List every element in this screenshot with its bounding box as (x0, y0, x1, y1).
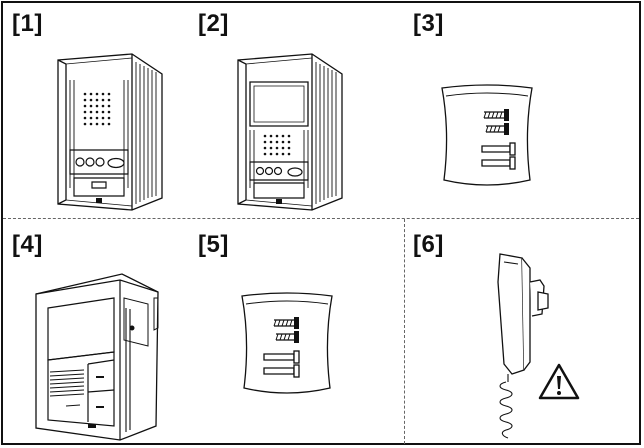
item-2-label: [2] (198, 10, 229, 37)
handset-icon (497, 253, 549, 439)
column-divider (404, 219, 405, 444)
item-6-label: [6] (413, 231, 444, 258)
item-5-label: [5] (198, 231, 229, 258)
item-3-label: [3] (413, 10, 444, 37)
indoor-monitor-unit-icon (35, 273, 159, 441)
screw-pack-icon (241, 292, 333, 394)
row-divider (3, 218, 639, 219)
item-4-label: [4] (12, 231, 43, 258)
warning-triangle-icon (538, 363, 580, 400)
screw-pack-icon (441, 84, 533, 186)
item-1-label: [1] (12, 10, 43, 37)
video-door-station-icon (237, 53, 343, 211)
audio-door-station-icon (57, 53, 163, 211)
